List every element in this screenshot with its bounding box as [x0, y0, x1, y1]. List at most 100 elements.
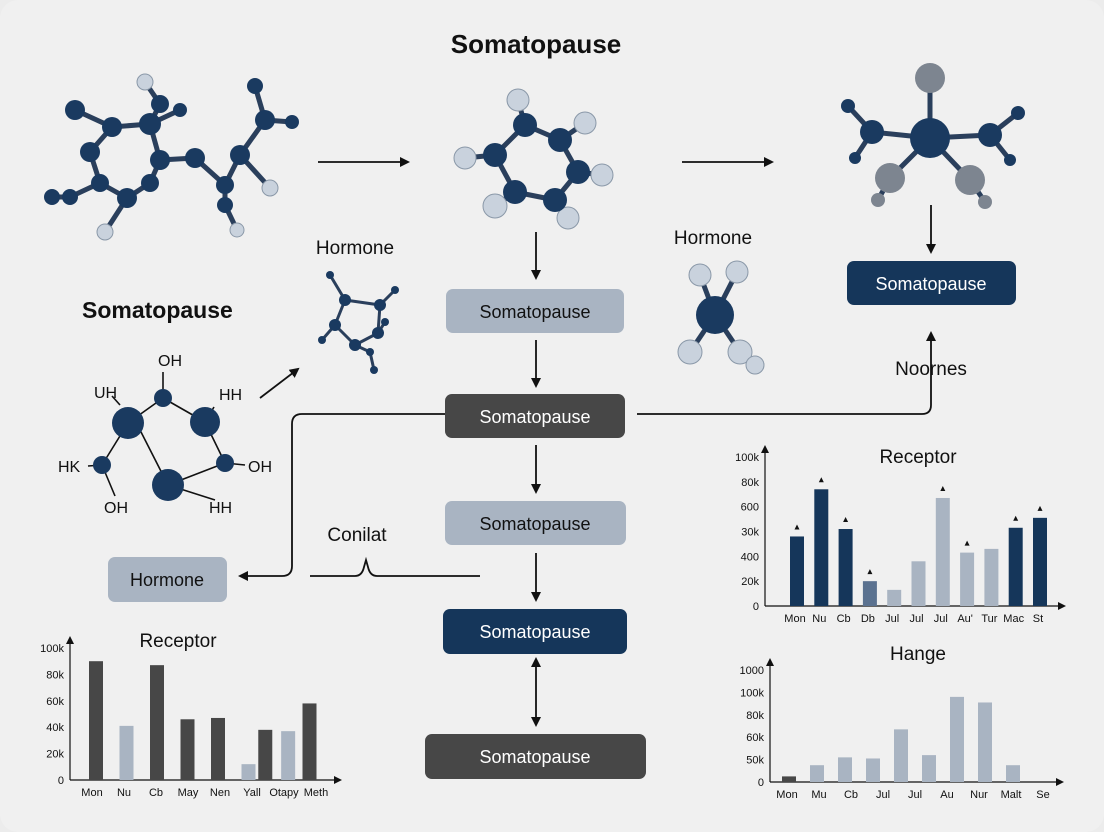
flow-box-1[interactable]: Somatopause [446, 289, 624, 333]
chart-receptor-right-y-tick: 400 [741, 551, 759, 563]
flow-box-right-label: Somatopause [875, 274, 986, 294]
chart-receptor-right-bar-marker [964, 540, 970, 546]
chart-hange-y-tick: 50k [746, 755, 764, 767]
chart-receptor-right-x-tick: Jul [885, 613, 899, 625]
chart-receptor-left-y-axis-arrow [66, 636, 74, 644]
atom-label-uh: UH [94, 385, 117, 402]
chart-receptor-right-bar-marker [867, 569, 873, 575]
chart-receptor-right-y-tick: 100k [735, 452, 759, 464]
chart-receptor-right-bar-marker [1037, 505, 1043, 511]
molecule-large-atoms [44, 73, 299, 241]
chart-receptor-right-x-tick: St [1033, 613, 1043, 625]
chart-receptor-right-bar-marker [818, 477, 824, 483]
chart-hange-bar [922, 755, 936, 782]
chart-receptor-left-x-tick: Meth [304, 787, 328, 799]
chart-receptor-left-x-tick: Nen [210, 787, 230, 799]
chart-receptor-right-y-tick: 80k [741, 477, 759, 489]
chart-hange-title: Hange [890, 644, 946, 665]
chart-receptor-right-x-axis-arrow [1058, 602, 1066, 610]
chart-receptor-left-bar [150, 665, 164, 780]
flow-box-4-label: Somatopause [479, 622, 590, 642]
chart-hange-y-tick: 60k [746, 732, 764, 744]
atom-label-oh-bottom: OH [104, 500, 128, 517]
chart-receptor-right-bar-marker [1013, 515, 1019, 521]
chart-receptor-right-x-tick: Mac [1003, 613, 1024, 625]
chart-receptor-left-y-tick: 0 [58, 775, 64, 787]
flow-box-2[interactable]: Somatopause [445, 394, 625, 438]
chart-receptor-right-x-tick: Jul [934, 613, 948, 625]
chart-receptor-left-x-tick: May [178, 787, 199, 799]
chart-receptor-left-y-tick: 60k [46, 696, 64, 708]
chart-receptor-right-bar [1008, 527, 1023, 606]
chart-receptor-right-bar [935, 497, 950, 606]
chart-receptor-left-x-tick: Nu [117, 787, 131, 799]
chart-receptor-right-title: Receptor [879, 447, 957, 468]
chart-receptor-left-x-tick: Yall [243, 787, 261, 799]
chart-receptor-right-bar [790, 536, 804, 606]
chart-receptor-right-y-tick: 600 [741, 502, 759, 514]
chart-receptor-right-bar [911, 561, 926, 606]
chart-hange-x-tick: Nur [970, 789, 988, 801]
label-conilat: Conilat [327, 525, 387, 546]
chart-receptor-left-y-tick: 100k [40, 643, 64, 655]
chart-receptor-left-y-tick: 80k [46, 669, 64, 681]
atom-label-hh-top: HH [219, 387, 242, 404]
molecule-tetrahedral-atoms [841, 63, 1025, 209]
side-title: Somatopause [82, 297, 233, 323]
flow-box-3[interactable]: Somatopause [445, 501, 626, 545]
chart-receptor-left-bar [119, 725, 134, 780]
structural-formula-atoms [93, 389, 234, 501]
chart-receptor-right-y-tick: 30k [741, 527, 759, 539]
flow-box-hormone[interactable]: Hormone [108, 557, 227, 602]
chart-hange-bar [782, 776, 796, 782]
chart-receptor-left-bar [180, 719, 195, 780]
atom-label-oh-right: OH [248, 459, 272, 476]
chart-hange-x-tick: Cb [844, 789, 858, 801]
flow-box-hormone-label: Hormone [130, 570, 204, 590]
atom-label-hk: HK [58, 459, 81, 476]
chart-receptor-left-bar [258, 729, 273, 780]
chart-receptor-right-x-tick: Nu [812, 613, 826, 625]
chart-receptor-right-bar [984, 548, 999, 606]
chart-hange-bar [978, 702, 992, 782]
chart-hange-bar [866, 758, 880, 782]
chart-receptor-right-bar-marker [843, 517, 849, 523]
chart-hange-x-tick: Mon [776, 789, 797, 801]
connector-box2-to-box-right [637, 331, 936, 415]
chart-hange-x-tick: Mu [811, 789, 826, 801]
connectors [238, 157, 936, 727]
flow-box-2-label: Somatopause [479, 407, 590, 427]
flow-box-right[interactable]: Somatopause [847, 261, 1016, 305]
chart-receptor-left-bar [302, 703, 317, 780]
chart-hange-y-tick: 1000 [740, 665, 764, 677]
chart-receptor-right-bar [960, 552, 975, 606]
chart-hange-y-tick: 0 [758, 777, 764, 789]
chart-hange-bar [894, 729, 908, 782]
brace-conilat [310, 556, 480, 577]
flow-box-5-label: Somatopause [479, 747, 590, 767]
chart-receptor-right-y-axis-arrow [761, 445, 769, 453]
flow-box-4[interactable]: Somatopause [443, 609, 627, 654]
chart-receptor-left-bar [89, 661, 103, 780]
chart-hange-x-tick: Malt [1001, 789, 1022, 801]
chart-receptor-right-x-tick: Mon [784, 613, 805, 625]
molecule-hormone-right-atoms [677, 260, 765, 375]
chart-receptor-right-bar-marker [794, 524, 800, 530]
connector-box2-to-hormone [238, 413, 445, 581]
chart-hange-x-tick: Jul [908, 789, 922, 801]
label-noornes: Noornes [895, 359, 967, 380]
chart-hange-y-tick: 100k [740, 687, 764, 699]
chart-receptor-left-bar [241, 764, 256, 780]
chart-receptor-right-x-tick: Jul [909, 613, 923, 625]
chart-hange-bar [838, 757, 852, 782]
chart-hange-bar [810, 765, 824, 782]
chart-hange-bar [950, 696, 964, 782]
flow-box-5[interactable]: Somatopause [425, 734, 646, 779]
chart-receptor-left-title: Receptor [139, 631, 217, 652]
flow-box-3-label: Somatopause [479, 514, 590, 534]
arrow-structure-to-hormone [259, 367, 300, 399]
label-hormone-left: Hormone [316, 238, 394, 259]
